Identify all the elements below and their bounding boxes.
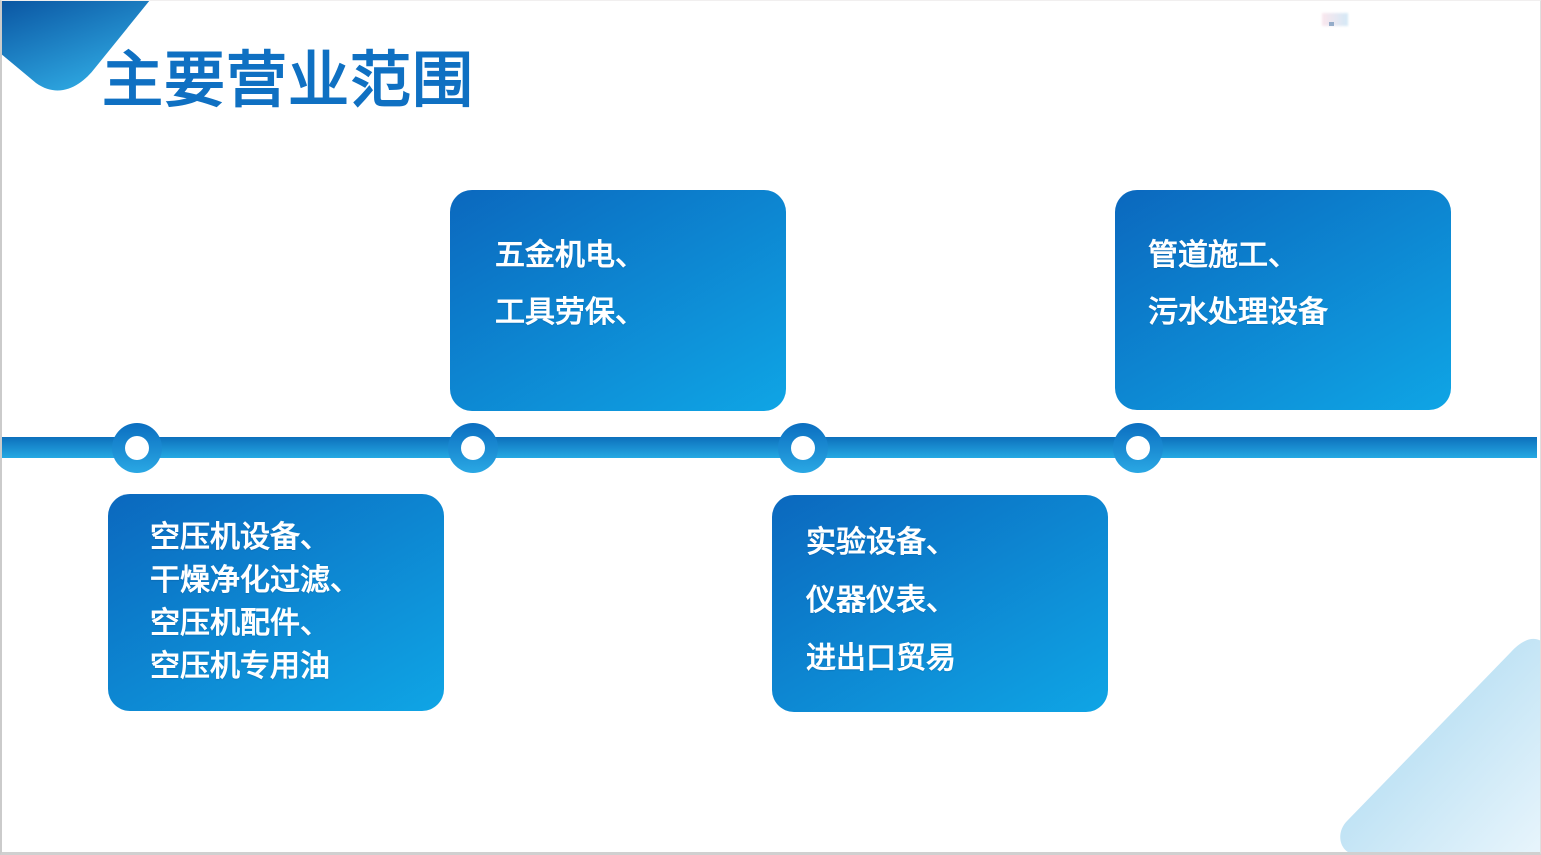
corner-decoration-bottom-right-icon [1340, 638, 1541, 855]
timeline-node-2 [448, 423, 498, 473]
timeline-bar [2, 437, 1537, 458]
corner-decoration-top-left-icon [0, 0, 150, 91]
business-card-hardware-tools: 五金机电、 工具劳保、 [450, 190, 786, 411]
card-line: 五金机电、 [495, 239, 645, 272]
timeline-node-center [125, 436, 149, 460]
card-line: 空压机设备、 [150, 521, 330, 554]
page-title: 主要营业范围 [102, 46, 475, 114]
card-line: 干燥净化过滤、 [150, 564, 360, 597]
timeline-node-4 [1113, 423, 1163, 473]
timeline-node-1 [112, 423, 162, 473]
business-card-air-compressor: 空压机设备、 干燥净化过滤、 空压机配件、 空压机专用油 [108, 494, 444, 711]
business-card-pipeline-construction: 管道施工、 污水处理设备 [1115, 190, 1451, 410]
card-line: 实验设备、 [806, 526, 956, 559]
card-line: 空压机专用油 [150, 650, 330, 683]
card-line: 仪器仪表、 [806, 584, 956, 617]
timeline-node-center [791, 436, 815, 460]
watermark-dot [1329, 22, 1334, 26]
business-card-lab-equipment: 实验设备、 仪器仪表、 进出口贸易 [772, 495, 1108, 712]
card-line: 工具劳保、 [495, 296, 645, 329]
card-line: 污水处理设备 [1148, 296, 1328, 329]
card-line: 空压机配件、 [150, 607, 330, 640]
card-line: 进出口贸易 [806, 642, 956, 675]
card-line: 管道施工、 [1148, 239, 1298, 272]
timeline-node-3 [778, 423, 828, 473]
timeline-node-center [1126, 436, 1150, 460]
timeline-node-center [461, 436, 485, 460]
watermark-smudge [1322, 13, 1348, 26]
